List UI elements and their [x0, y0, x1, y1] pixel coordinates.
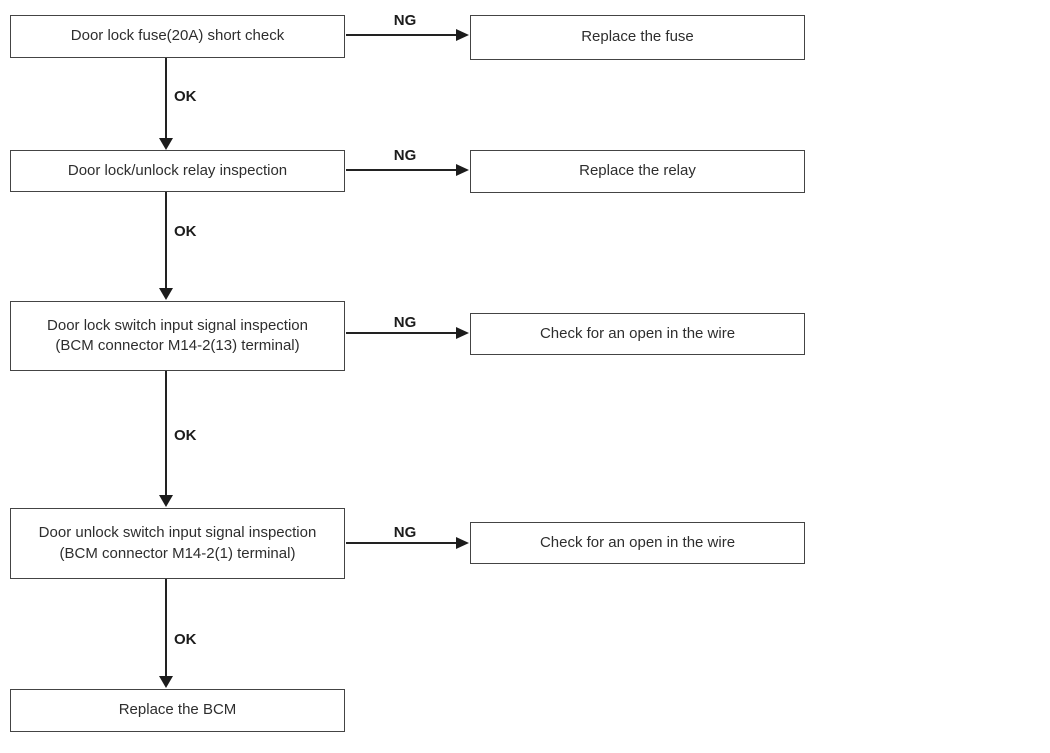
- ng-connector-line: [346, 34, 457, 36]
- result-box-check-wire-open-1: Check for an open in the wire: [470, 313, 805, 355]
- arrowhead-right-icon: [456, 327, 469, 339]
- ng-connector-line: [346, 542, 457, 544]
- step-label: Door lock switch input signal inspection: [47, 316, 308, 334]
- result-box-replace-relay: Replace the relay: [470, 150, 805, 193]
- ok-label: OK: [174, 631, 197, 648]
- result-label: Check for an open in the wire: [539, 324, 736, 342]
- ok-connector-line: [165, 371, 167, 497]
- ng-label: NG: [393, 314, 417, 331]
- ng-label: NG: [393, 12, 417, 29]
- arrowhead-down-icon: [159, 495, 173, 507]
- ng-label: NG: [393, 147, 417, 164]
- final-label: Replace the BCM: [118, 701, 237, 719]
- step-box-door-lock-fuse-check: Door lock fuse(20A) short check: [10, 15, 345, 58]
- ok-label: OK: [174, 223, 197, 240]
- arrowhead-right-icon: [456, 164, 469, 176]
- step-label: Door lock/unlock relay inspection: [67, 161, 288, 179]
- ok-connector-line: [165, 579, 167, 678]
- result-label: Check for an open in the wire: [539, 533, 736, 551]
- ng-connector-line: [346, 332, 457, 334]
- arrowhead-down-icon: [159, 676, 173, 688]
- result-label: Replace the relay: [579, 162, 696, 180]
- step-label: Door unlock switch input signal inspecti…: [38, 524, 317, 542]
- result-box-replace-fuse: Replace the fuse: [470, 15, 805, 60]
- result-label: Replace the fuse: [581, 28, 694, 46]
- arrowhead-down-icon: [159, 138, 173, 150]
- arrowhead-down-icon: [159, 288, 173, 300]
- step-box-lock-switch-signal-inspection: Door lock switch input signal inspection…: [10, 301, 345, 371]
- result-box-check-wire-open-2: Check for an open in the wire: [470, 522, 805, 564]
- step-box-unlock-switch-signal-inspection: Door unlock switch input signal inspecti…: [10, 508, 345, 579]
- ok-label: OK: [174, 88, 197, 105]
- arrowhead-right-icon: [456, 29, 469, 41]
- ng-label: NG: [393, 524, 417, 541]
- ok-connector-line: [165, 58, 167, 139]
- ng-connector-line: [346, 169, 457, 171]
- step-label: Door lock fuse(20A) short check: [70, 27, 285, 45]
- step-sublabel: (BCM connector M14-2(13) terminal): [55, 337, 300, 354]
- final-box-replace-bcm: Replace the BCM: [10, 689, 345, 732]
- ok-label: OK: [174, 427, 197, 444]
- step-box-relay-inspection: Door lock/unlock relay inspection: [10, 150, 345, 192]
- arrowhead-right-icon: [456, 537, 469, 549]
- step-sublabel: (BCM connector M14-2(1) terminal): [59, 544, 296, 562]
- ok-connector-line: [165, 192, 167, 289]
